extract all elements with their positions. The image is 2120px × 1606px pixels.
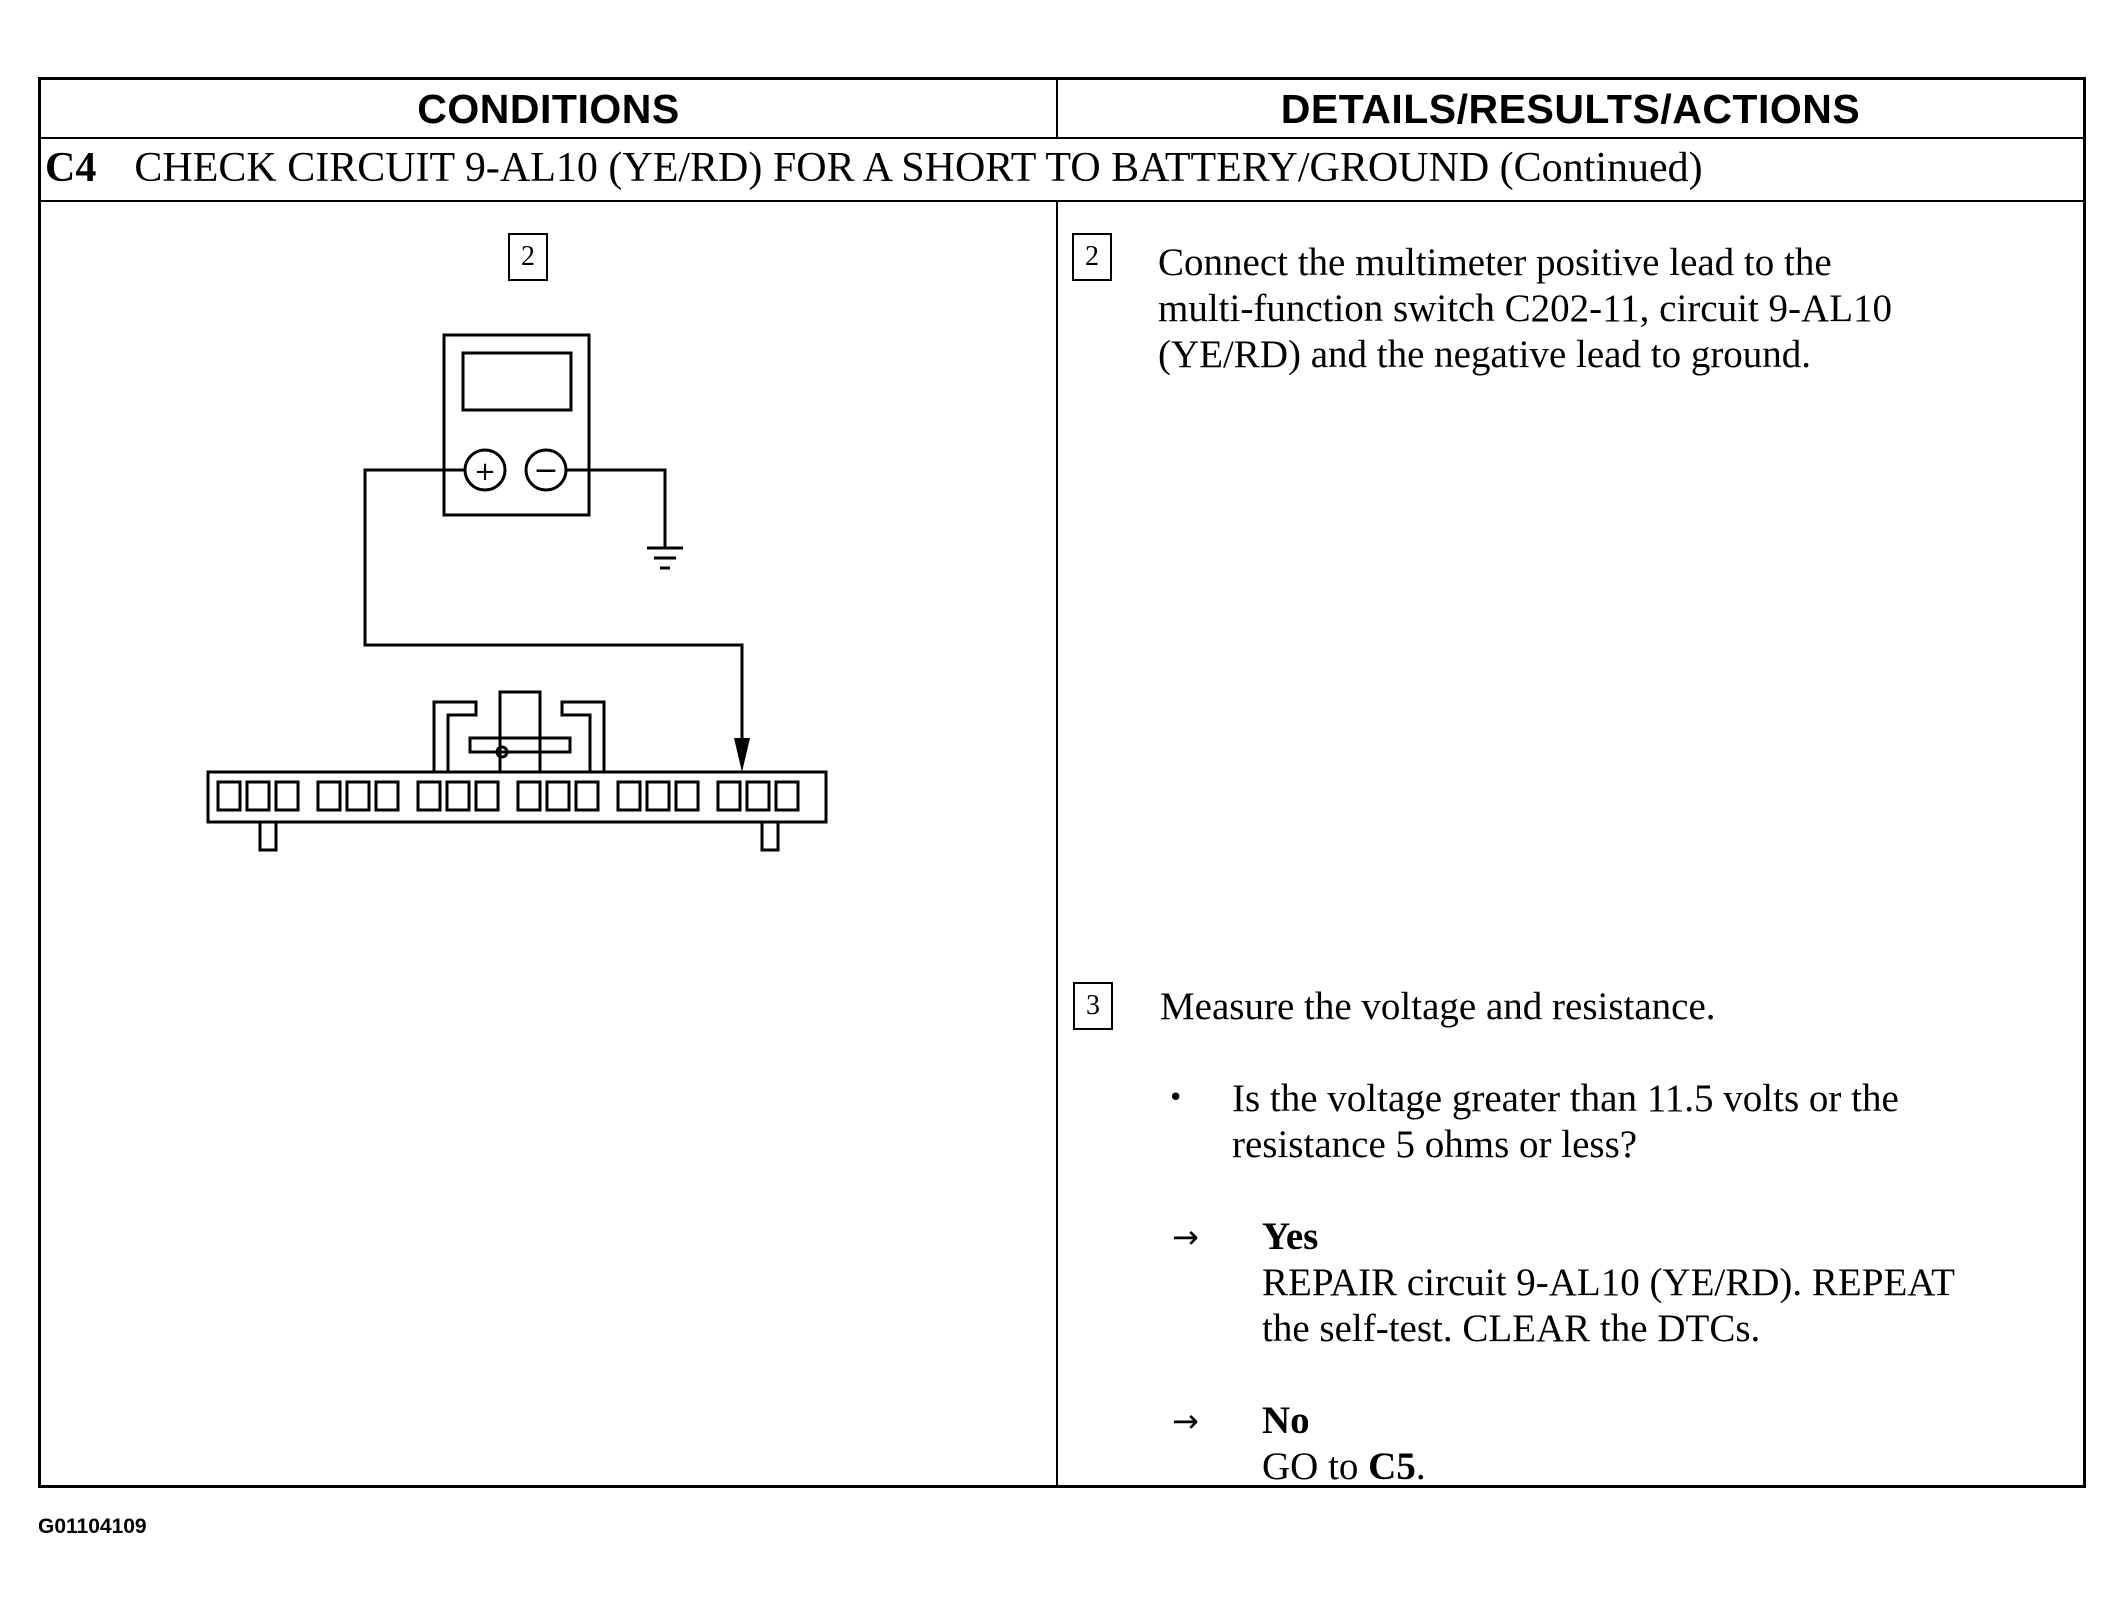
negative-jack-label: −	[533, 453, 558, 488]
outcome-yes: Yes REPAIR circuit 9-AL10 (YE/RD). REPEA…	[1262, 1214, 1955, 1352]
section-title: C4 CHECK CIRCUIT 9-AL10 (YE/RD) FOR A SHO…	[45, 144, 1703, 192]
terminal-cavity	[416, 780, 442, 812]
terminal-cavity	[674, 780, 700, 812]
outcome-no-suffix: .	[1415, 1445, 1426, 1488]
step-2-line: (YE/RD) and the negative lead to ground.	[1158, 333, 1812, 376]
terminal-cavity	[716, 780, 742, 812]
terminal-cavity	[616, 780, 642, 812]
terminal-cavity	[274, 780, 300, 812]
outcome-yes-label: Yes	[1262, 1215, 1319, 1258]
connector-foot-left	[258, 822, 278, 852]
terminal-cavity	[516, 780, 542, 812]
multimeter-connection-diagram: + −	[206, 333, 828, 852]
outcome-no-target[interactable]: C5	[1368, 1445, 1416, 1488]
connector-latch	[498, 690, 542, 774]
step-2-line: Connect the multimeter positive lead to …	[1158, 241, 1832, 284]
section-code: C4	[45, 145, 97, 191]
question-line: resistance 5 ohms or less?	[1232, 1123, 1638, 1166]
conditions-header: CONDITIONS	[417, 85, 680, 132]
section-text: CHECK CIRCUIT 9-AL10 (YE/RD) FOR A SHORT…	[134, 145, 1703, 191]
step-box-3: 3	[1073, 982, 1113, 1030]
step-3-question: Is the voltage greater than 11.5 volts o…	[1232, 1076, 1899, 1168]
step-box-2: 2	[1072, 233, 1112, 281]
terminal-cavity	[374, 780, 400, 812]
connector-lock-tab-right	[560, 700, 606, 772]
header-divider	[41, 137, 2083, 139]
header-column-divider	[1056, 80, 1058, 137]
outcome-no-prefix: GO to	[1262, 1445, 1369, 1488]
question-line: Is the voltage greater than 11.5 volts o…	[1232, 1077, 1899, 1120]
connector-latch-bar	[468, 736, 572, 754]
step-3-text: Measure the voltage and resistance.	[1160, 985, 1716, 1028]
details-header: DETAILS/RESULTS/ACTIONS	[1280, 85, 1861, 132]
procedure-table: CONDITIONS DETAILS/RESULTS/ACTIONS C4 CHE…	[38, 77, 2086, 1488]
positive-lead-wire	[363, 468, 744, 740]
terminal-cavity	[474, 780, 500, 812]
terminal-cavity	[445, 780, 471, 812]
terminal-cavity	[745, 780, 771, 812]
figure-id: G01104109	[38, 1515, 147, 1538]
section-divider	[41, 200, 2083, 202]
positive-jack-label: +	[474, 457, 496, 487]
body-column-divider	[1056, 200, 1058, 1485]
terminal-cavity	[245, 780, 271, 812]
multimeter-body	[442, 333, 591, 517]
terminal-cavity	[345, 780, 371, 812]
step-2-text: Connect the multimeter positive lead to …	[1158, 240, 1892, 378]
bullet-icon: •	[1168, 1083, 1184, 1113]
outcome-no: No GO to C5.	[1262, 1398, 1426, 1490]
terminal-cavity	[316, 780, 342, 812]
diagram-step-box: 2	[508, 233, 548, 281]
connector-foot-right	[760, 822, 780, 852]
multimeter-display	[461, 351, 573, 412]
outcome-no-label: No	[1262, 1399, 1310, 1442]
step-2-line: multi-function switch C202-11, circuit 9…	[1158, 287, 1893, 330]
terminal-cavity	[216, 780, 242, 812]
connector-latch-dot	[495, 745, 509, 759]
yes-arrow-icon: →	[1172, 1218, 1199, 1256]
negative-lead-wire	[566, 468, 667, 548]
outcome-yes-line: the self-test. CLEAR the DTCs.	[1262, 1307, 1761, 1350]
terminal-cavity	[645, 780, 671, 812]
probe-tip	[734, 738, 750, 772]
terminal-cavity	[545, 780, 571, 812]
terminal-cavity	[574, 780, 600, 812]
outcome-yes-line: REPAIR circuit 9-AL10 (YE/RD). REPEAT	[1262, 1261, 1955, 1304]
no-arrow-icon: →	[1172, 1402, 1199, 1440]
connector-lock-tab	[432, 700, 478, 772]
outcome-no-action: GO to C5.	[1262, 1444, 1426, 1490]
terminal-cavity	[774, 780, 800, 812]
